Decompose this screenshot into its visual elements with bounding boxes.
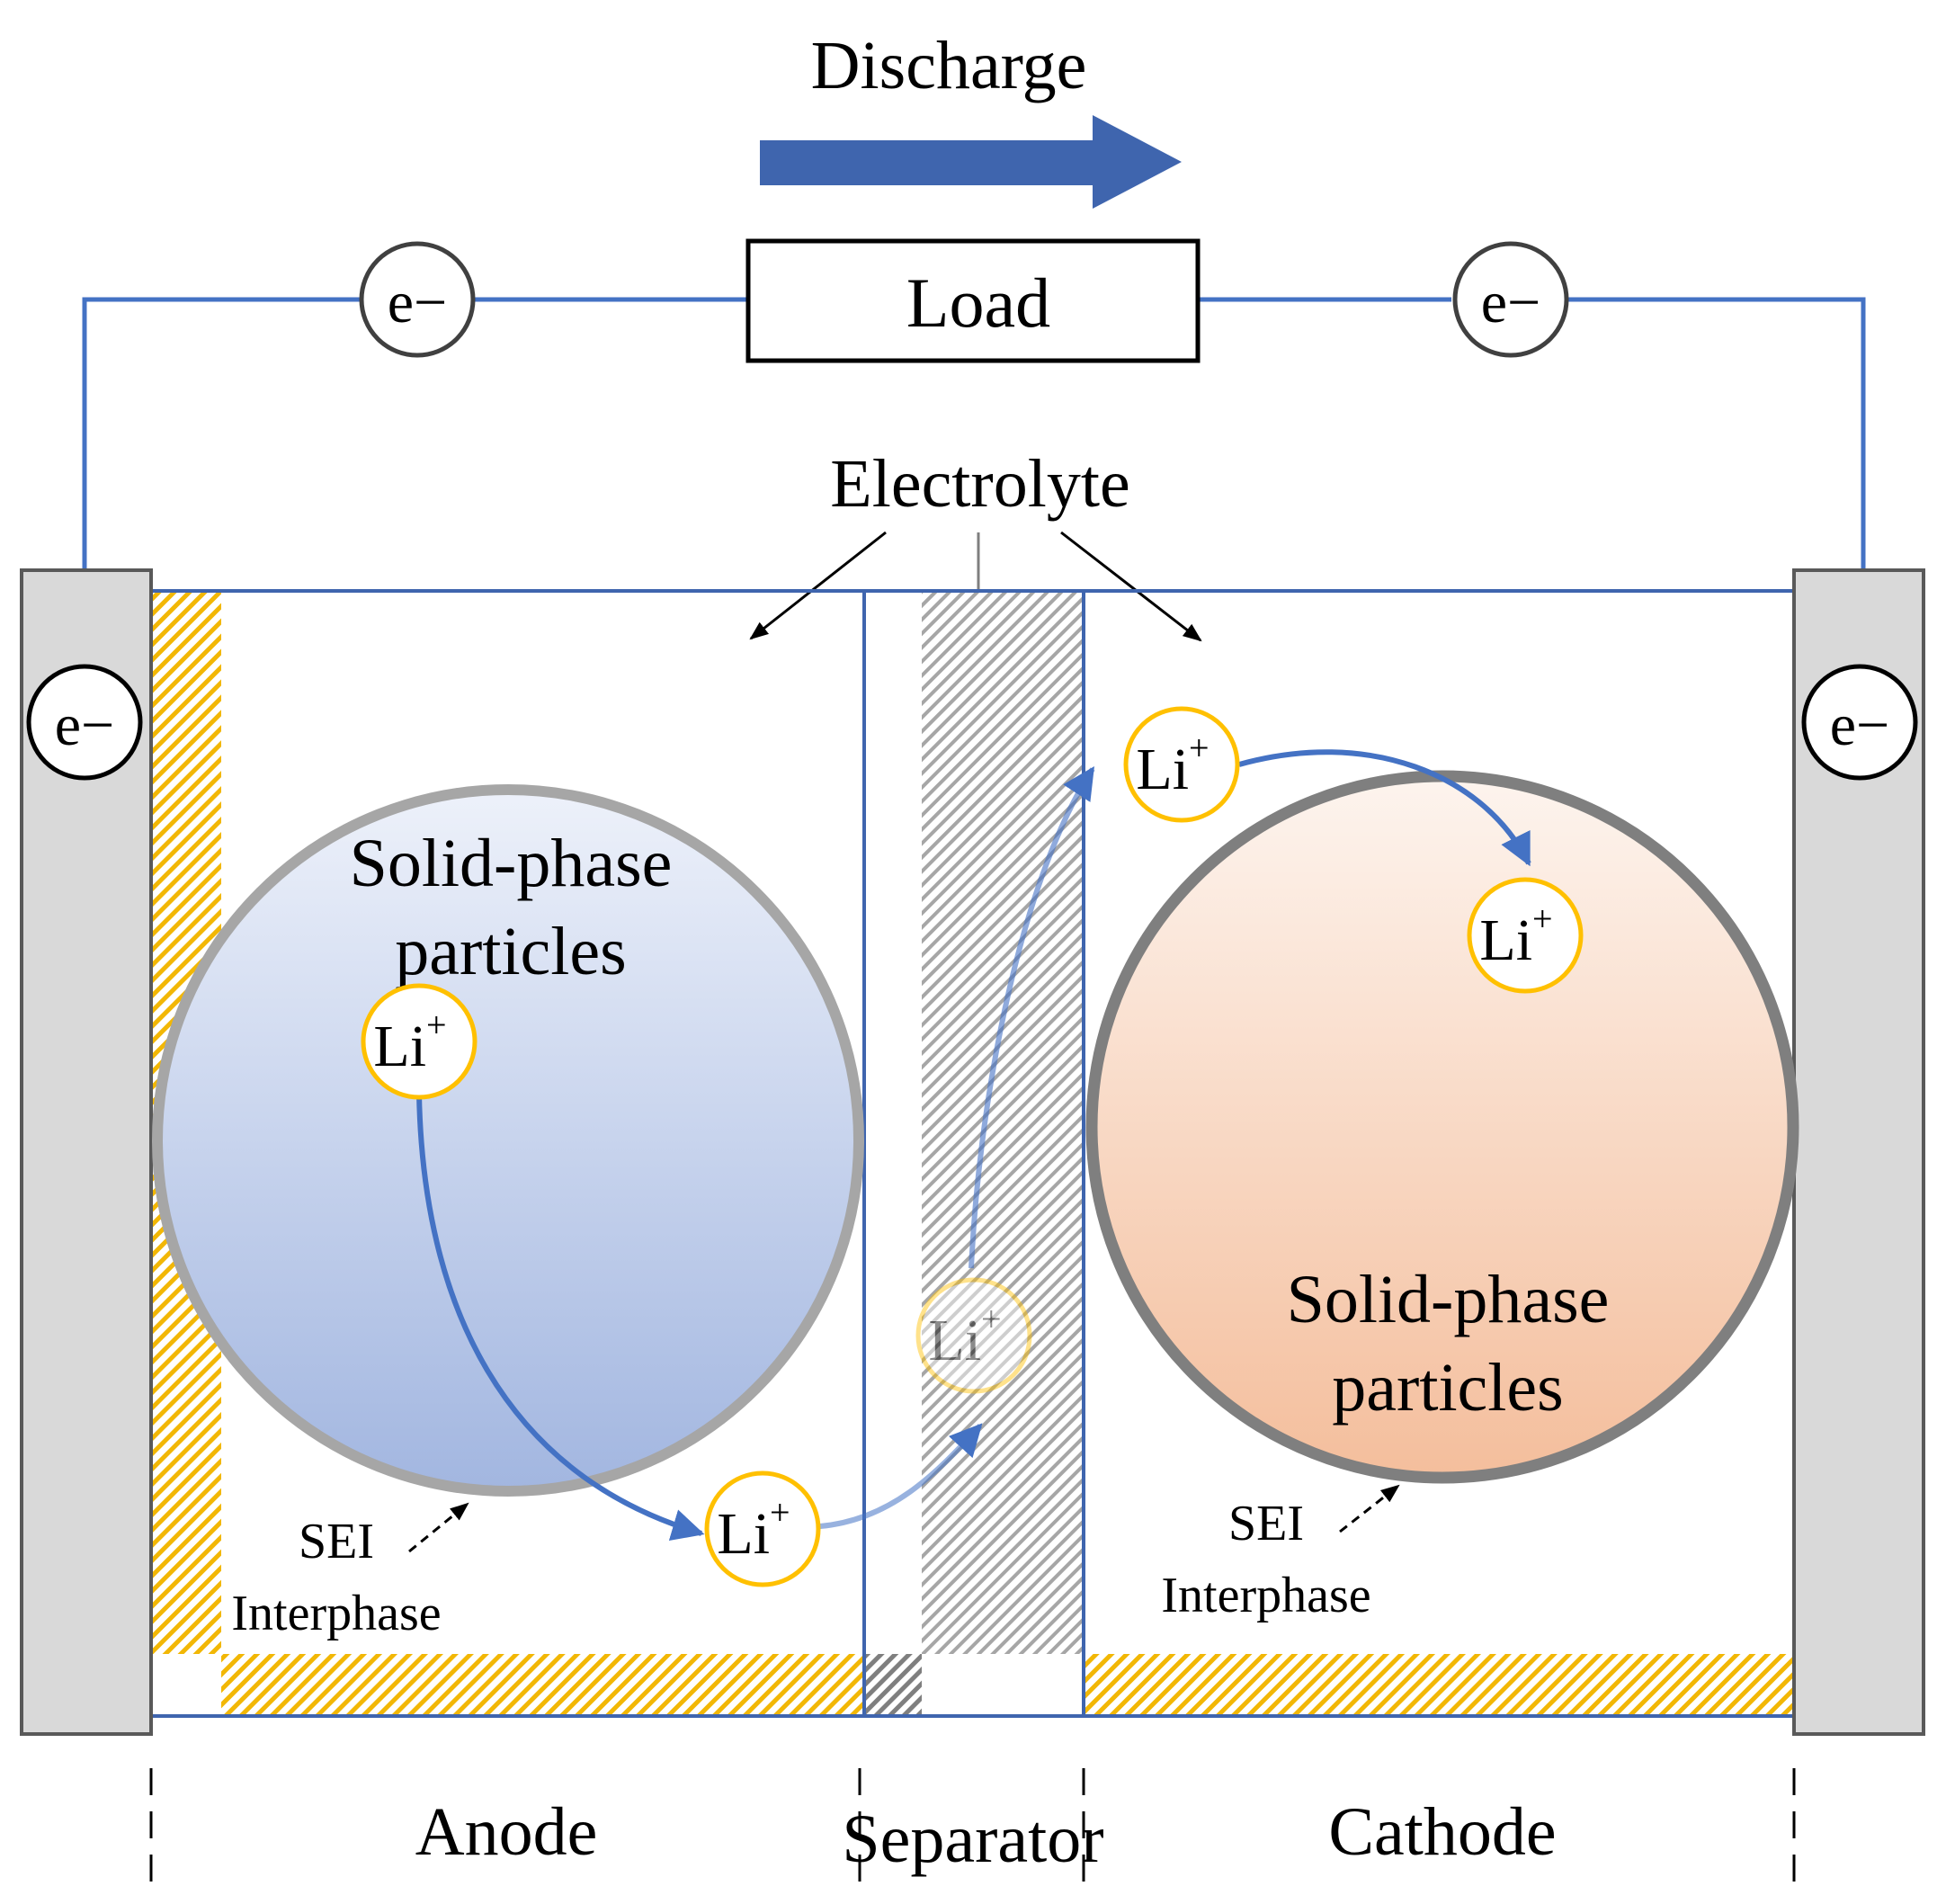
cathode-solid-particle: Solid-phase particles: [1085, 770, 1799, 1484]
li-ion-cathode: Li+: [1467, 877, 1584, 994]
load-box: Load: [745, 238, 1201, 363]
svg-text:SEI: SEI: [1228, 1496, 1304, 1551]
discharge-arrow-icon: [760, 115, 1182, 209]
sei-cathode-annotation: SEI Interphase: [1161, 1484, 1400, 1623]
svg-text:Li+: Li+: [373, 1005, 446, 1079]
svg-text:SEI: SEI: [299, 1514, 374, 1569]
svg-text:e−: e−: [1830, 693, 1890, 758]
anode-sei-layer-bottom: [221, 1654, 862, 1714]
discharge-label: Discharge: [811, 28, 1087, 103]
cathode-sei-layer-bottom: [1085, 1654, 1794, 1714]
electrolyte-label: Electrolyte: [830, 446, 1129, 522]
svg-text:particles: particles: [1332, 1350, 1563, 1426]
li-ion-anode-electrolyte: Li+: [704, 1470, 821, 1587]
svg-text:e−: e−: [1481, 270, 1541, 335]
separator-label: Separator: [842, 1801, 1103, 1877]
li-path-into-cathode: [1238, 749, 1531, 867]
svg-text:Interphase: Interphase: [231, 1586, 441, 1641]
electron-cathode-collector: e−: [1801, 664, 1918, 781]
li-path-into-separator: [819, 1423, 983, 1529]
electrolyte-arrow-cathode: [1060, 531, 1202, 642]
svg-text:Li+: Li+: [1136, 728, 1209, 802]
li-ion-cathode-electrolyte: Li+: [1123, 706, 1240, 823]
li-ion-anode: Li+: [361, 983, 478, 1100]
li-path-anode-to-electrolyte: [416, 1092, 705, 1542]
svg-text:Interphase: Interphase: [1161, 1568, 1370, 1623]
svg-text:e−: e−: [388, 270, 448, 335]
separator-membrane: [922, 593, 1082, 1654]
external-circuit: [82, 297, 1866, 573]
electron-wire-left: e−: [359, 241, 476, 358]
separator-bottom-block: [866, 1654, 922, 1714]
svg-text:Solid-phase: Solid-phase: [1287, 1262, 1610, 1337]
anode-label: Anode: [415, 1794, 598, 1870]
svg-text:Solid-phase: Solid-phase: [350, 826, 673, 901]
li-ion-separator: Li+: [915, 1277, 1032, 1394]
svg-text:Li+: Li+: [717, 1492, 790, 1567]
svg-text:Li+: Li+: [928, 1299, 1001, 1373]
cathode-label: Cathode: [1328, 1794, 1556, 1870]
sei-anode-annotation: SEI Interphase: [231, 1502, 469, 1641]
anode-solid-particle: Solid-phase particles: [152, 784, 864, 1497]
svg-text:particles: particles: [395, 914, 626, 989]
electron-wire-right: e−: [1452, 241, 1569, 358]
svg-text:e−: e−: [55, 693, 115, 758]
load-label: Load: [906, 264, 1050, 342]
electron-anode-collector: e−: [26, 664, 143, 781]
svg-text:Li+: Li+: [1479, 898, 1552, 973]
region-dividers: [149, 1768, 1796, 1889]
electrolyte-arrow-anode: [749, 531, 887, 640]
li-path-through-separator: [969, 765, 1095, 1269]
